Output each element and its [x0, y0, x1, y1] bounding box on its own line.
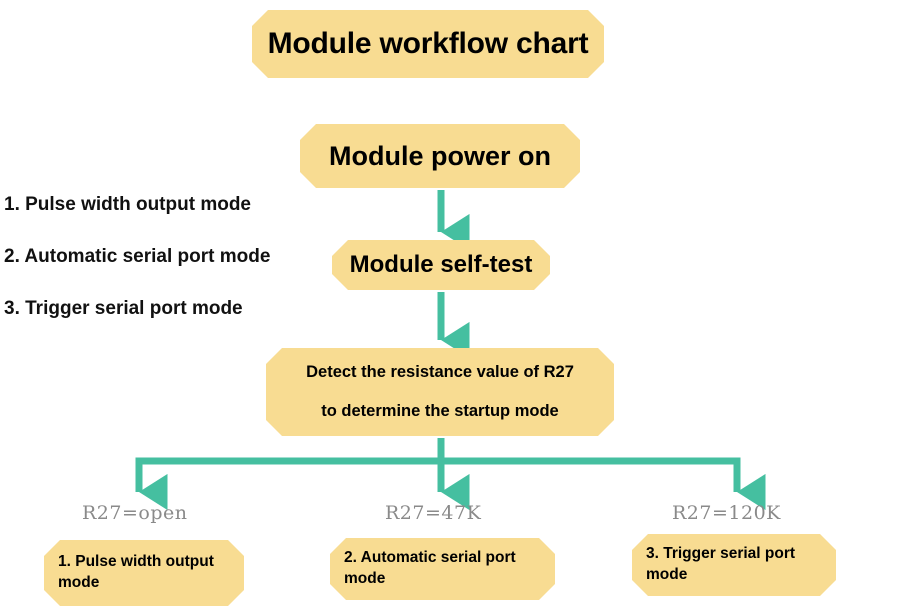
- decision-line-2: to determine the startup mode: [321, 402, 559, 420]
- node-result-pulse-width-output-mode: 1. Pulse width output mode: [44, 540, 244, 606]
- legend-item-label: 3. Trigger serial port mode: [4, 298, 243, 319]
- legend-item-pulse-width-output-mode: 1. Pulse width output mode: [4, 194, 251, 216]
- legend-item-automatic-serial-port-mode: 2. Automatic serial port mode: [4, 246, 270, 268]
- result-line-1: 3. Trigger serial port: [646, 545, 796, 563]
- legend-item-label: 1. Pulse width output mode: [4, 194, 251, 215]
- node-result-trigger-serial-port-mode: 3. Trigger serial port mode: [632, 534, 836, 596]
- result-line-1: 1. Pulse width output: [58, 553, 214, 571]
- chart-title-text: Module workflow chart: [267, 27, 589, 60]
- result-line-1: 2. Automatic serial port: [344, 549, 516, 567]
- node-module-self-test: Module self-test: [332, 240, 550, 290]
- node-detect-resistance: Detect the resistance value of R27 to de…: [266, 348, 614, 436]
- node-result-automatic-serial-port-mode: 2. Automatic serial port mode: [330, 538, 555, 600]
- node-label: Module power on: [329, 140, 551, 171]
- branch-condition-r27-47k: R27=47K: [385, 502, 482, 524]
- legend-item-trigger-serial-port-mode: 3. Trigger serial port mode: [4, 298, 243, 320]
- chart-title-node: Module workflow chart: [252, 10, 604, 78]
- result-line-2: mode: [344, 570, 386, 587]
- node-module-power-on: Module power on: [300, 124, 580, 188]
- branch-condition-r27-open: R27=open: [82, 502, 188, 524]
- branch-condition-r27-120k: R27=120K: [672, 502, 781, 524]
- result-line-2: mode: [646, 566, 688, 583]
- legend-item-label: 2. Automatic serial port mode: [4, 246, 271, 267]
- decision-line-1: Detect the resistance value of R27: [306, 363, 574, 381]
- node-label: Module self-test: [349, 251, 533, 278]
- result-line-2: mode: [58, 574, 100, 591]
